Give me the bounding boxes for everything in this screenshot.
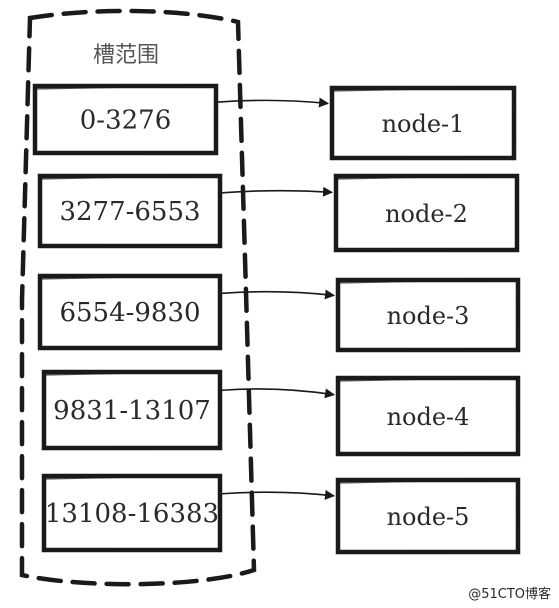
node-label: node-2 <box>385 200 468 228</box>
slot-range-box-sketch <box>41 474 223 553</box>
mapping-arrow <box>221 186 333 197</box>
node-label: node-3 <box>387 302 470 330</box>
mapping-arrows <box>217 97 335 500</box>
mapping-arrow <box>217 97 329 108</box>
node-label: node-5 <box>387 503 470 531</box>
node-box-sketch <box>333 174 520 253</box>
node-label: node-4 <box>387 403 470 431</box>
slot-range-box-sketch <box>37 274 223 351</box>
slot-range-label: 6554-9830 <box>59 298 200 328</box>
slot-range-group-outline <box>19 8 257 587</box>
slot-range-label: 0-3276 <box>80 106 172 136</box>
node-box: node-5 <box>335 477 521 555</box>
slot-range-box-sketch <box>41 370 223 451</box>
mapping-arrow <box>221 289 335 300</box>
slot-range-label: 3277-6553 <box>59 197 200 227</box>
slot-range-title: 槽范围 <box>93 43 159 68</box>
node-label: node-1 <box>382 110 465 138</box>
node-box-sketch <box>329 86 517 161</box>
slot-range-box: 3277-6553 <box>37 173 223 249</box>
slot-range-box: 6554-9830 <box>37 273 223 351</box>
node-box: node-2 <box>333 173 520 253</box>
slot-range-box: 0-3276 <box>32 83 219 156</box>
node-box-sketch <box>335 376 521 457</box>
node-list: node-1 node-2 node-3 node-4 node-5 <box>329 85 521 555</box>
mapping-arrow <box>221 489 335 500</box>
slot-range-box: 9831-13107 <box>41 369 223 451</box>
slot-range-box-sketch <box>32 84 219 156</box>
slot-range-box-sketch <box>37 174 223 249</box>
slot-range-list: 0-3276 3277-6553 6554-9830 9831-13107 13108-… <box>32 83 223 553</box>
node-box: node-1 <box>329 85 517 161</box>
node-box-sketch <box>335 478 521 555</box>
slot-range-label: 13108-16383 <box>45 499 219 529</box>
node-box: node-3 <box>335 277 521 353</box>
watermark-text: @51CTO博客 <box>468 587 551 602</box>
mapping-arrow <box>221 388 335 399</box>
slot-range-box: 13108-16383 <box>41 473 223 553</box>
node-box: node-4 <box>335 375 521 457</box>
node-box-sketch <box>335 278 521 353</box>
slot-range-label: 9831-13107 <box>53 396 211 426</box>
